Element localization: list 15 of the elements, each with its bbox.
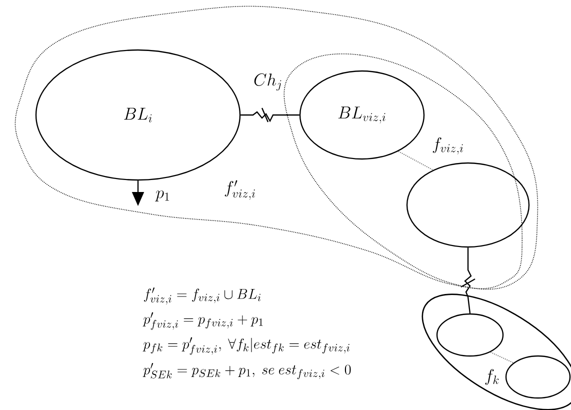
ellipse-node bbox=[406, 162, 530, 248]
ellipse-node: $BL_{viz,i}$ bbox=[299, 70, 425, 160]
connector-line bbox=[460, 247, 476, 314]
formula-line: $p'_{SEk}=p_{SEk}+p_1,\ se\ est_{fviz,i}<0$ bbox=[142, 362, 351, 380]
connector-line bbox=[490, 352, 514, 364]
ellipse-node bbox=[436, 313, 504, 357]
edge-label: $p_1$ bbox=[155, 190, 169, 202]
formula-line: $f'_{viz,i}=f_{viz,i}\cup BL_i$ bbox=[144, 287, 261, 304]
formula-line: $p_{fk}=p'_{fviz,i},\ \forall f_k|est_{fk}=est_{fviz,i}$ bbox=[142, 337, 350, 355]
ellipse-node: $BL_i$ bbox=[35, 49, 241, 181]
edge-label: $Ch_j$ bbox=[254, 73, 282, 91]
connector-line bbox=[398, 150, 434, 170]
connector-line bbox=[240, 107, 300, 123]
ellipse-node bbox=[505, 355, 571, 399]
formula-line: $p'_{fviz,i}=p_{fviz,i}+ p_1$ bbox=[142, 312, 263, 330]
